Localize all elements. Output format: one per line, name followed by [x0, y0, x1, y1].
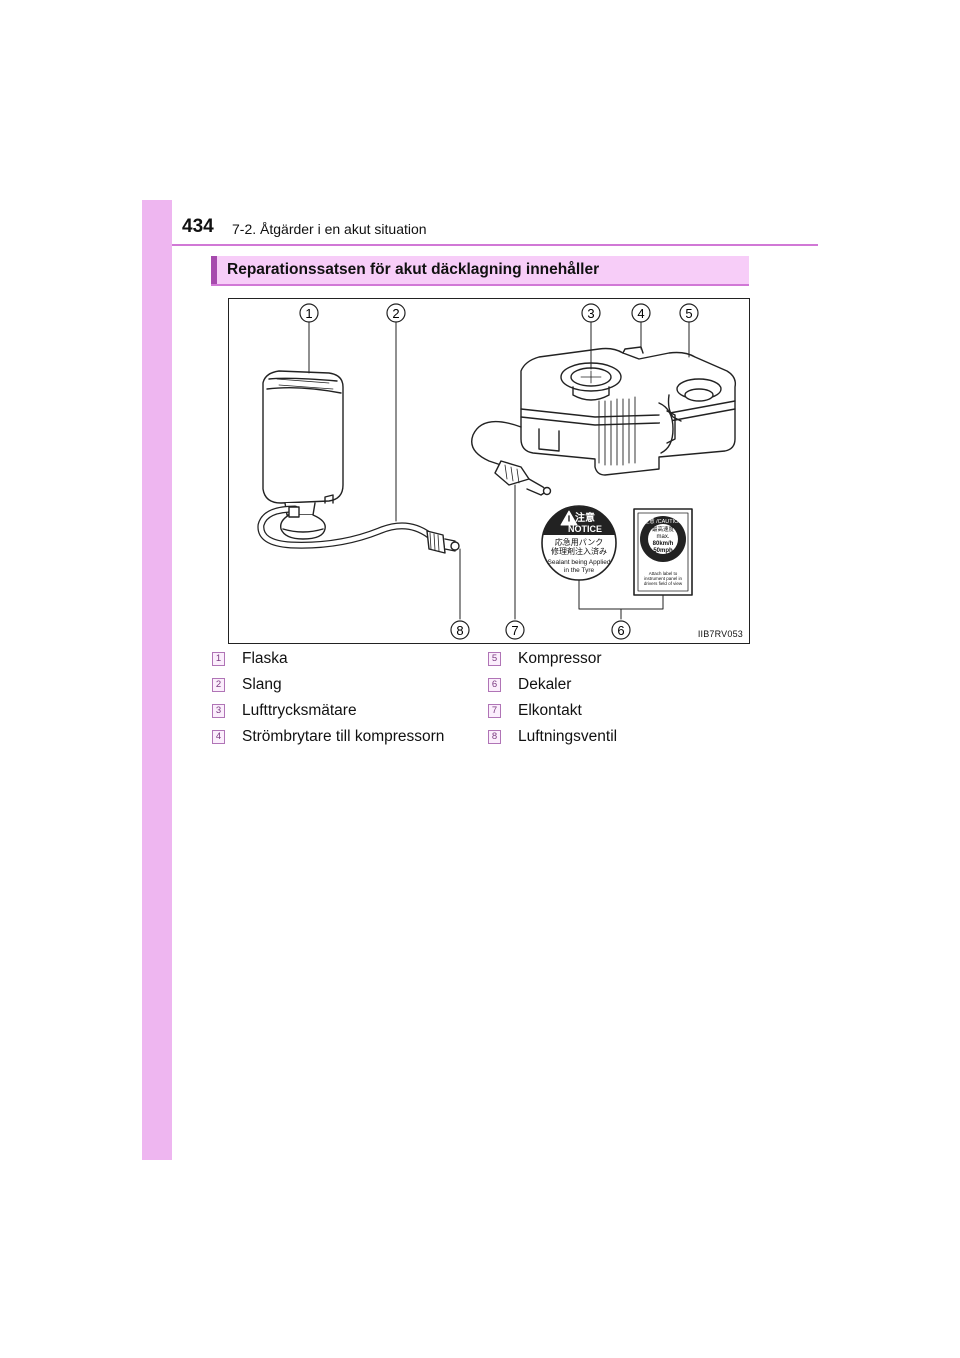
notice-line1: 注意 [575, 511, 595, 524]
svg-text:4: 4 [637, 306, 644, 321]
notice-line2: NOTICE [568, 524, 602, 534]
legend-number: 6 [488, 678, 501, 692]
notice-line3: 応急用パンク [555, 537, 603, 547]
bottle-drawing [257, 370, 460, 554]
caution-line7: instrument panel in [644, 576, 683, 581]
section-marker [211, 256, 217, 284]
compressor-drawing [471, 346, 737, 496]
caution-line3: max. [656, 534, 669, 540]
callout-5: 5 [679, 303, 699, 323]
caution-line8: drivers field of view [644, 581, 683, 586]
legend-number: 4 [212, 730, 225, 744]
section-title: Reparationssatsen för akut däcklagning i… [227, 261, 600, 278]
caution-line5: 50mph [653, 548, 673, 554]
callout-6: 6 [611, 620, 631, 640]
section-heading: Reparationssatsen för akut däcklagning i… [211, 256, 749, 286]
caution-line4: 80km/h [653, 541, 674, 547]
svg-text:7: 7 [511, 623, 518, 638]
legend-number: 3 [212, 704, 225, 718]
legend-label: Flaska [242, 650, 288, 667]
legend-number: 7 [488, 704, 501, 718]
callout-2: 2 [386, 303, 406, 323]
callout-1: 1 [299, 303, 319, 323]
svg-text:3: 3 [587, 306, 594, 321]
legend-label: Lufttrycksmätare [242, 702, 357, 719]
legend-number: 8 [488, 730, 501, 744]
caution-line1: 注意 /CAUTION [644, 517, 683, 525]
legend-label: Elkontakt [518, 702, 582, 719]
notice-line4: 修理剤注入済み [551, 546, 607, 556]
legend-label: Strömbrytare till kompressorn [242, 728, 445, 745]
legend-label: Slang [242, 676, 282, 693]
repair-kit-drawing: 注意 NOTICE 応急用パンク 修理剤注入済み Sealant being A… [257, 303, 737, 640]
callout-3: 3 [581, 303, 601, 323]
legend-label: Kompressor [518, 650, 602, 667]
legend-label: Dekaler [518, 676, 572, 693]
side-tab-bar [142, 200, 172, 1160]
legend-label: Luftningsventil [518, 728, 618, 745]
svg-text:1: 1 [305, 306, 312, 321]
notice-line6: in the Tyre [564, 567, 595, 574]
svg-text:8: 8 [456, 623, 463, 638]
callout-4: 4 [631, 303, 651, 323]
figure-code: IIB7RV053 [697, 629, 743, 639]
legend-number: 1 [212, 652, 225, 666]
legend-number: 5 [488, 652, 501, 666]
notice-line5: Sealant being Applied [548, 559, 611, 566]
page-number: 434 [182, 216, 214, 237]
repair-kit-illustration: 注意 NOTICE 応急用パンク 修理剤注入済み Sealant being A… [228, 298, 750, 644]
caution-line2: 最高速度 [652, 525, 675, 533]
callout-7: 7 [505, 620, 525, 640]
caution-sticker [633, 508, 693, 596]
caution-line6: Attach label to [649, 571, 678, 576]
svg-text:5: 5 [685, 306, 692, 321]
callout-8: 8 [450, 620, 470, 640]
notice-sticker [541, 505, 617, 581]
svg-text:2: 2 [392, 306, 399, 321]
header-rule [172, 244, 818, 246]
svg-text:6: 6 [617, 623, 624, 638]
legend-number: 2 [212, 678, 225, 692]
chapter-title: 7-2. Åtgärder i en akut situation [232, 221, 427, 237]
